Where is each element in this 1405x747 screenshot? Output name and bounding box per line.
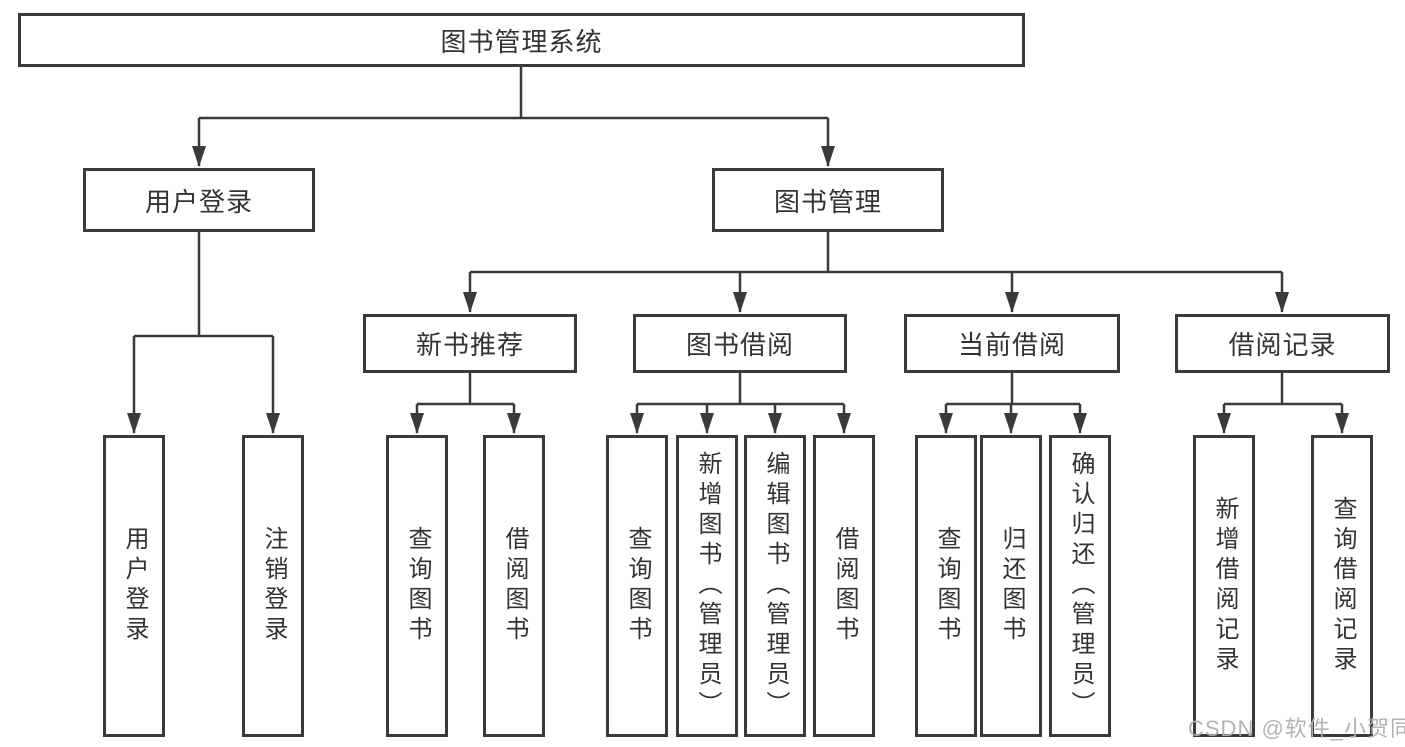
node-user-login-label: 用户登录 bbox=[144, 186, 253, 217]
node-borrow-records-label: 借阅记录 bbox=[1228, 330, 1337, 360]
node-edit-book-admin: 编辑图书（管理员） bbox=[744, 435, 806, 737]
node-borrow-records: 借阅记录 bbox=[1175, 314, 1390, 373]
node-logout-leaf: 注销登录 bbox=[242, 435, 304, 737]
node-query-books-current-label: 查询图书 bbox=[933, 526, 960, 646]
node-return-books: 归还图书 bbox=[980, 435, 1042, 737]
node-borrow-books-recommend-label: 借阅图书 bbox=[501, 526, 528, 646]
node-root-system-label: 图书管理系统 bbox=[440, 26, 603, 57]
edge-current-borrow-to-leaves bbox=[939, 373, 1087, 434]
node-query-borrow-record-label: 查询借阅记录 bbox=[1329, 496, 1356, 676]
node-query-books-borrow-label: 查询图书 bbox=[624, 526, 651, 646]
node-book-management-label: 图书管理 bbox=[773, 186, 882, 217]
edge-user-login-to-leaves bbox=[127, 232, 280, 434]
node-borrow-books-leaf: 借阅图书 bbox=[813, 435, 875, 737]
node-query-books-borrow: 查询图书 bbox=[606, 435, 668, 737]
csdn-watermark: CSDN @软件_小贺同学 bbox=[1188, 716, 1405, 741]
node-current-borrow-label: 当前借阅 bbox=[957, 330, 1066, 360]
node-root-system: 图书管理系统 bbox=[18, 13, 1025, 67]
node-query-books-current: 查询图书 bbox=[915, 435, 977, 737]
edge-root-to-level2 bbox=[192, 67, 835, 167]
node-current-borrow: 当前借阅 bbox=[904, 314, 1120, 373]
node-login-leaf-label: 用户登录 bbox=[121, 526, 148, 646]
node-user-login: 用户登录 bbox=[83, 168, 315, 232]
node-borrow-books-recommend: 借阅图书 bbox=[483, 435, 545, 737]
node-confirm-return-admin: 确认归还（管理员） bbox=[1049, 435, 1111, 737]
edge-book-borrow-to-leaves bbox=[630, 373, 851, 434]
node-add-book-admin-label: 新增图书（管理员） bbox=[694, 451, 721, 721]
edge-new-book-recommend-to-leaves bbox=[410, 373, 521, 434]
node-logout-leaf-label: 注销登录 bbox=[260, 526, 287, 646]
node-query-books-recommend: 查询图书 bbox=[386, 435, 448, 737]
node-confirm-return-admin-label: 确认归还（管理员） bbox=[1067, 451, 1094, 721]
node-book-management: 图书管理 bbox=[712, 168, 944, 232]
edge-book-management-to-level3 bbox=[463, 232, 1289, 313]
node-edit-book-admin-label: 编辑图书（管理员） bbox=[762, 451, 789, 721]
node-new-book-recommend: 新书推荐 bbox=[363, 314, 577, 373]
node-add-borrow-record: 新增借阅记录 bbox=[1193, 435, 1255, 737]
node-add-book-admin: 新增图书（管理员） bbox=[676, 435, 738, 737]
node-new-book-recommend-label: 新书推荐 bbox=[415, 330, 524, 360]
node-login-leaf: 用户登录 bbox=[103, 435, 165, 737]
edge-borrow-records-to-leaves bbox=[1217, 373, 1349, 434]
node-borrow-books-leaf-label: 借阅图书 bbox=[831, 526, 858, 646]
node-return-books-label: 归还图书 bbox=[998, 526, 1025, 646]
node-book-borrow-label: 图书借阅 bbox=[685, 330, 794, 360]
node-book-borrow: 图书借阅 bbox=[633, 314, 847, 373]
node-query-books-recommend-label: 查询图书 bbox=[404, 526, 431, 646]
node-add-borrow-record-label: 新增借阅记录 bbox=[1211, 496, 1238, 676]
node-query-borrow-record: 查询借阅记录 bbox=[1311, 435, 1373, 737]
